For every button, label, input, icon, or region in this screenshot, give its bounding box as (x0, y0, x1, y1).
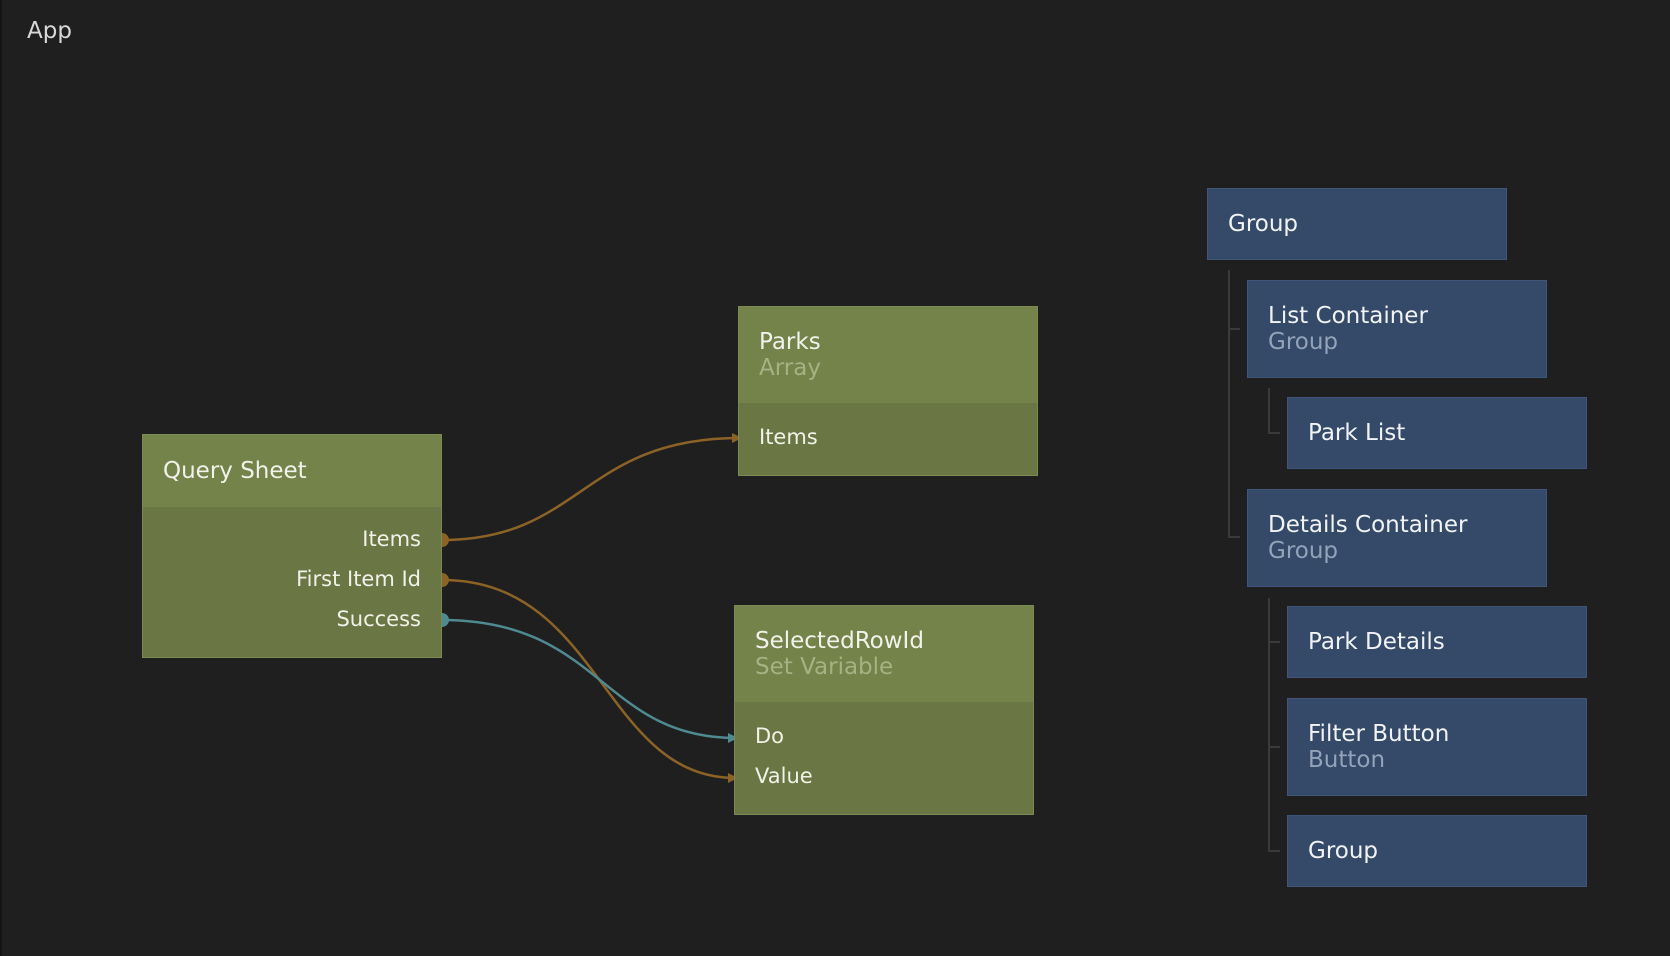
tree-connector (1268, 598, 1270, 852)
output-port-success[interactable]: Success (336, 607, 421, 631)
node-title: List Container (1268, 303, 1428, 329)
tree-node-details-container[interactable]: Details Container Group (1247, 489, 1547, 587)
tree-node-group[interactable]: Group (1287, 815, 1587, 887)
input-port-value[interactable]: Value (755, 764, 813, 788)
node-type: Array (759, 355, 821, 381)
node-title: Group (1228, 211, 1299, 237)
input-port-items[interactable]: Items (759, 425, 818, 449)
tree-connector (1228, 536, 1240, 538)
node-type: Button (1308, 747, 1386, 773)
node-title: Park List (1308, 420, 1406, 446)
node-title: Query Sheet (163, 458, 307, 484)
tree-connector (1228, 270, 1230, 538)
component-title: App (27, 18, 72, 44)
node-title: Group (1308, 838, 1379, 864)
tree-connector (1268, 850, 1280, 852)
node-type: Group (1268, 329, 1339, 355)
tree-connector (1268, 641, 1280, 643)
input-port-do[interactable]: Do (755, 724, 785, 748)
tree-connector (1268, 432, 1280, 434)
node-title: Park Details (1308, 629, 1445, 655)
tree-node-root-group[interactable]: Group (1207, 188, 1507, 260)
node-title: Parks (759, 329, 821, 355)
selected-row-id-node[interactable]: SelectedRowId Set Variable Do Value (734, 605, 1034, 815)
output-port-first-item-id[interactable]: First Item Id (296, 567, 421, 591)
tree-connector (1268, 388, 1270, 434)
tree-node-park-list[interactable]: Park List (1287, 397, 1587, 469)
tree-node-park-details[interactable]: Park Details (1287, 606, 1587, 678)
tree-connector (1228, 328, 1240, 330)
output-port-items[interactable]: Items (362, 527, 421, 551)
tree-node-list-container[interactable]: List Container Group (1247, 280, 1547, 378)
node-type: Set Variable (755, 654, 894, 680)
node-title: Details Container (1268, 512, 1468, 538)
node-title: SelectedRowId (755, 628, 924, 654)
tree-node-filter-button[interactable]: Filter Button Button (1287, 698, 1587, 796)
wire-success-to-do[interactable] (441, 618, 738, 743)
parks-array-node[interactable]: Parks Array Items (738, 306, 1038, 476)
node-title: Filter Button (1308, 721, 1450, 747)
wire-first-item-id-to-value[interactable] (441, 578, 738, 783)
wire-items-to-parks[interactable] (441, 433, 742, 542)
query-sheet-node[interactable]: Query Sheet Items First Item Id Success (142, 434, 442, 658)
tree-connector (1268, 746, 1280, 748)
node-type: Group (1268, 538, 1339, 564)
